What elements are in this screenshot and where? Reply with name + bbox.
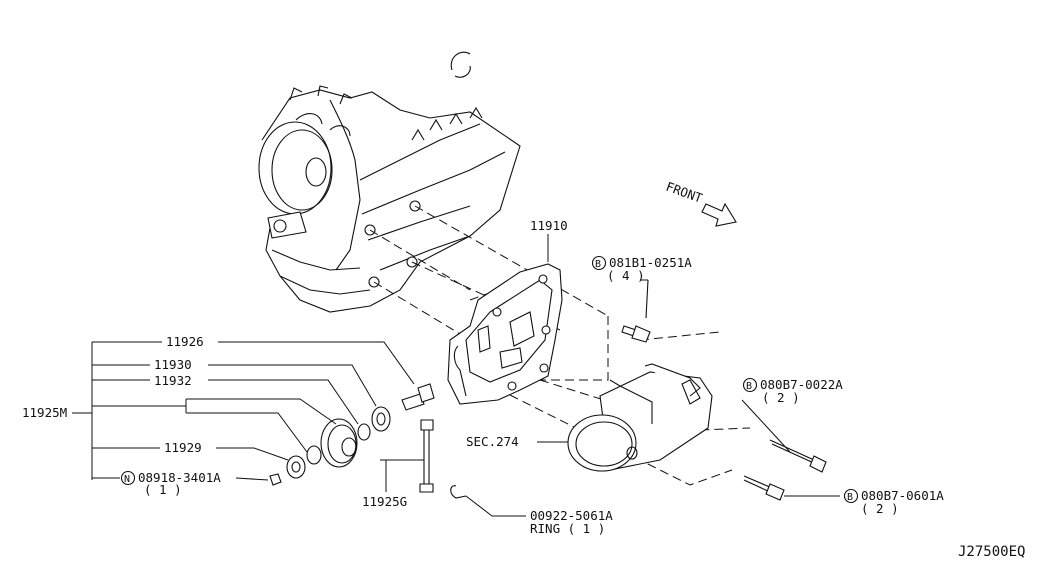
label-08918-3401a: 08918-3401A <box>138 470 221 485</box>
bolt-080b7-0601a <box>743 475 785 501</box>
label-080b7-0022a-qty: ( 2 ) <box>762 390 800 405</box>
marker-n-08918: N <box>120 470 136 486</box>
bolt-080b7-0022a <box>769 439 827 473</box>
label-08918-qty: ( 1 ) <box>144 482 182 497</box>
bolt-081b1-0251a <box>621 279 651 343</box>
front-arrow-icon <box>701 202 737 227</box>
label-080b7-0022a: 080B7-0022A <box>760 377 843 392</box>
svg-text:B: B <box>595 259 601 270</box>
alignment-dashed-lines <box>369 205 751 486</box>
label-11925m: 11925M <box>22 405 67 420</box>
front-direction-indicator: FRONT <box>664 179 737 227</box>
label-sec274: SEC.274 <box>466 434 519 449</box>
marker-b-081b1: B <box>591 255 607 271</box>
label-00922-5061a: 00922-5061A <box>530 508 613 523</box>
label-081b1-0251a: 081B1-0251A <box>609 255 692 270</box>
label-11926: 11926 <box>166 334 204 349</box>
diagram-id: J27500EQ <box>958 544 1025 560</box>
svg-text:B: B <box>746 381 752 392</box>
svg-text:B: B <box>847 492 853 503</box>
label-080b7-0601a-qty: ( 2 ) <box>861 501 899 516</box>
label-11929: 11929 <box>164 440 202 455</box>
label-080b7-0601a: 080B7-0601A <box>861 488 944 503</box>
label-081b1-qty: ( 4 ) <box>607 268 645 283</box>
marker-b-080b7-0022a: B <box>742 377 758 393</box>
leader-lines <box>72 234 840 517</box>
label-11930: 11930 <box>154 357 192 372</box>
bracket-11910 <box>447 263 563 405</box>
marker-b-080b7-0601a: B <box>843 488 859 504</box>
label-11910: 11910 <box>530 218 568 233</box>
idler-pulley-assembly <box>269 383 467 499</box>
svg-text:N: N <box>124 474 130 485</box>
label-ring: RING ( 1 ) <box>530 521 605 536</box>
label-11925g: 11925G <box>362 494 407 509</box>
engine-block-illustration <box>258 51 521 313</box>
label-11932: 11932 <box>154 373 192 388</box>
front-label: FRONT <box>664 179 705 206</box>
compressor-sec274 <box>567 363 713 472</box>
